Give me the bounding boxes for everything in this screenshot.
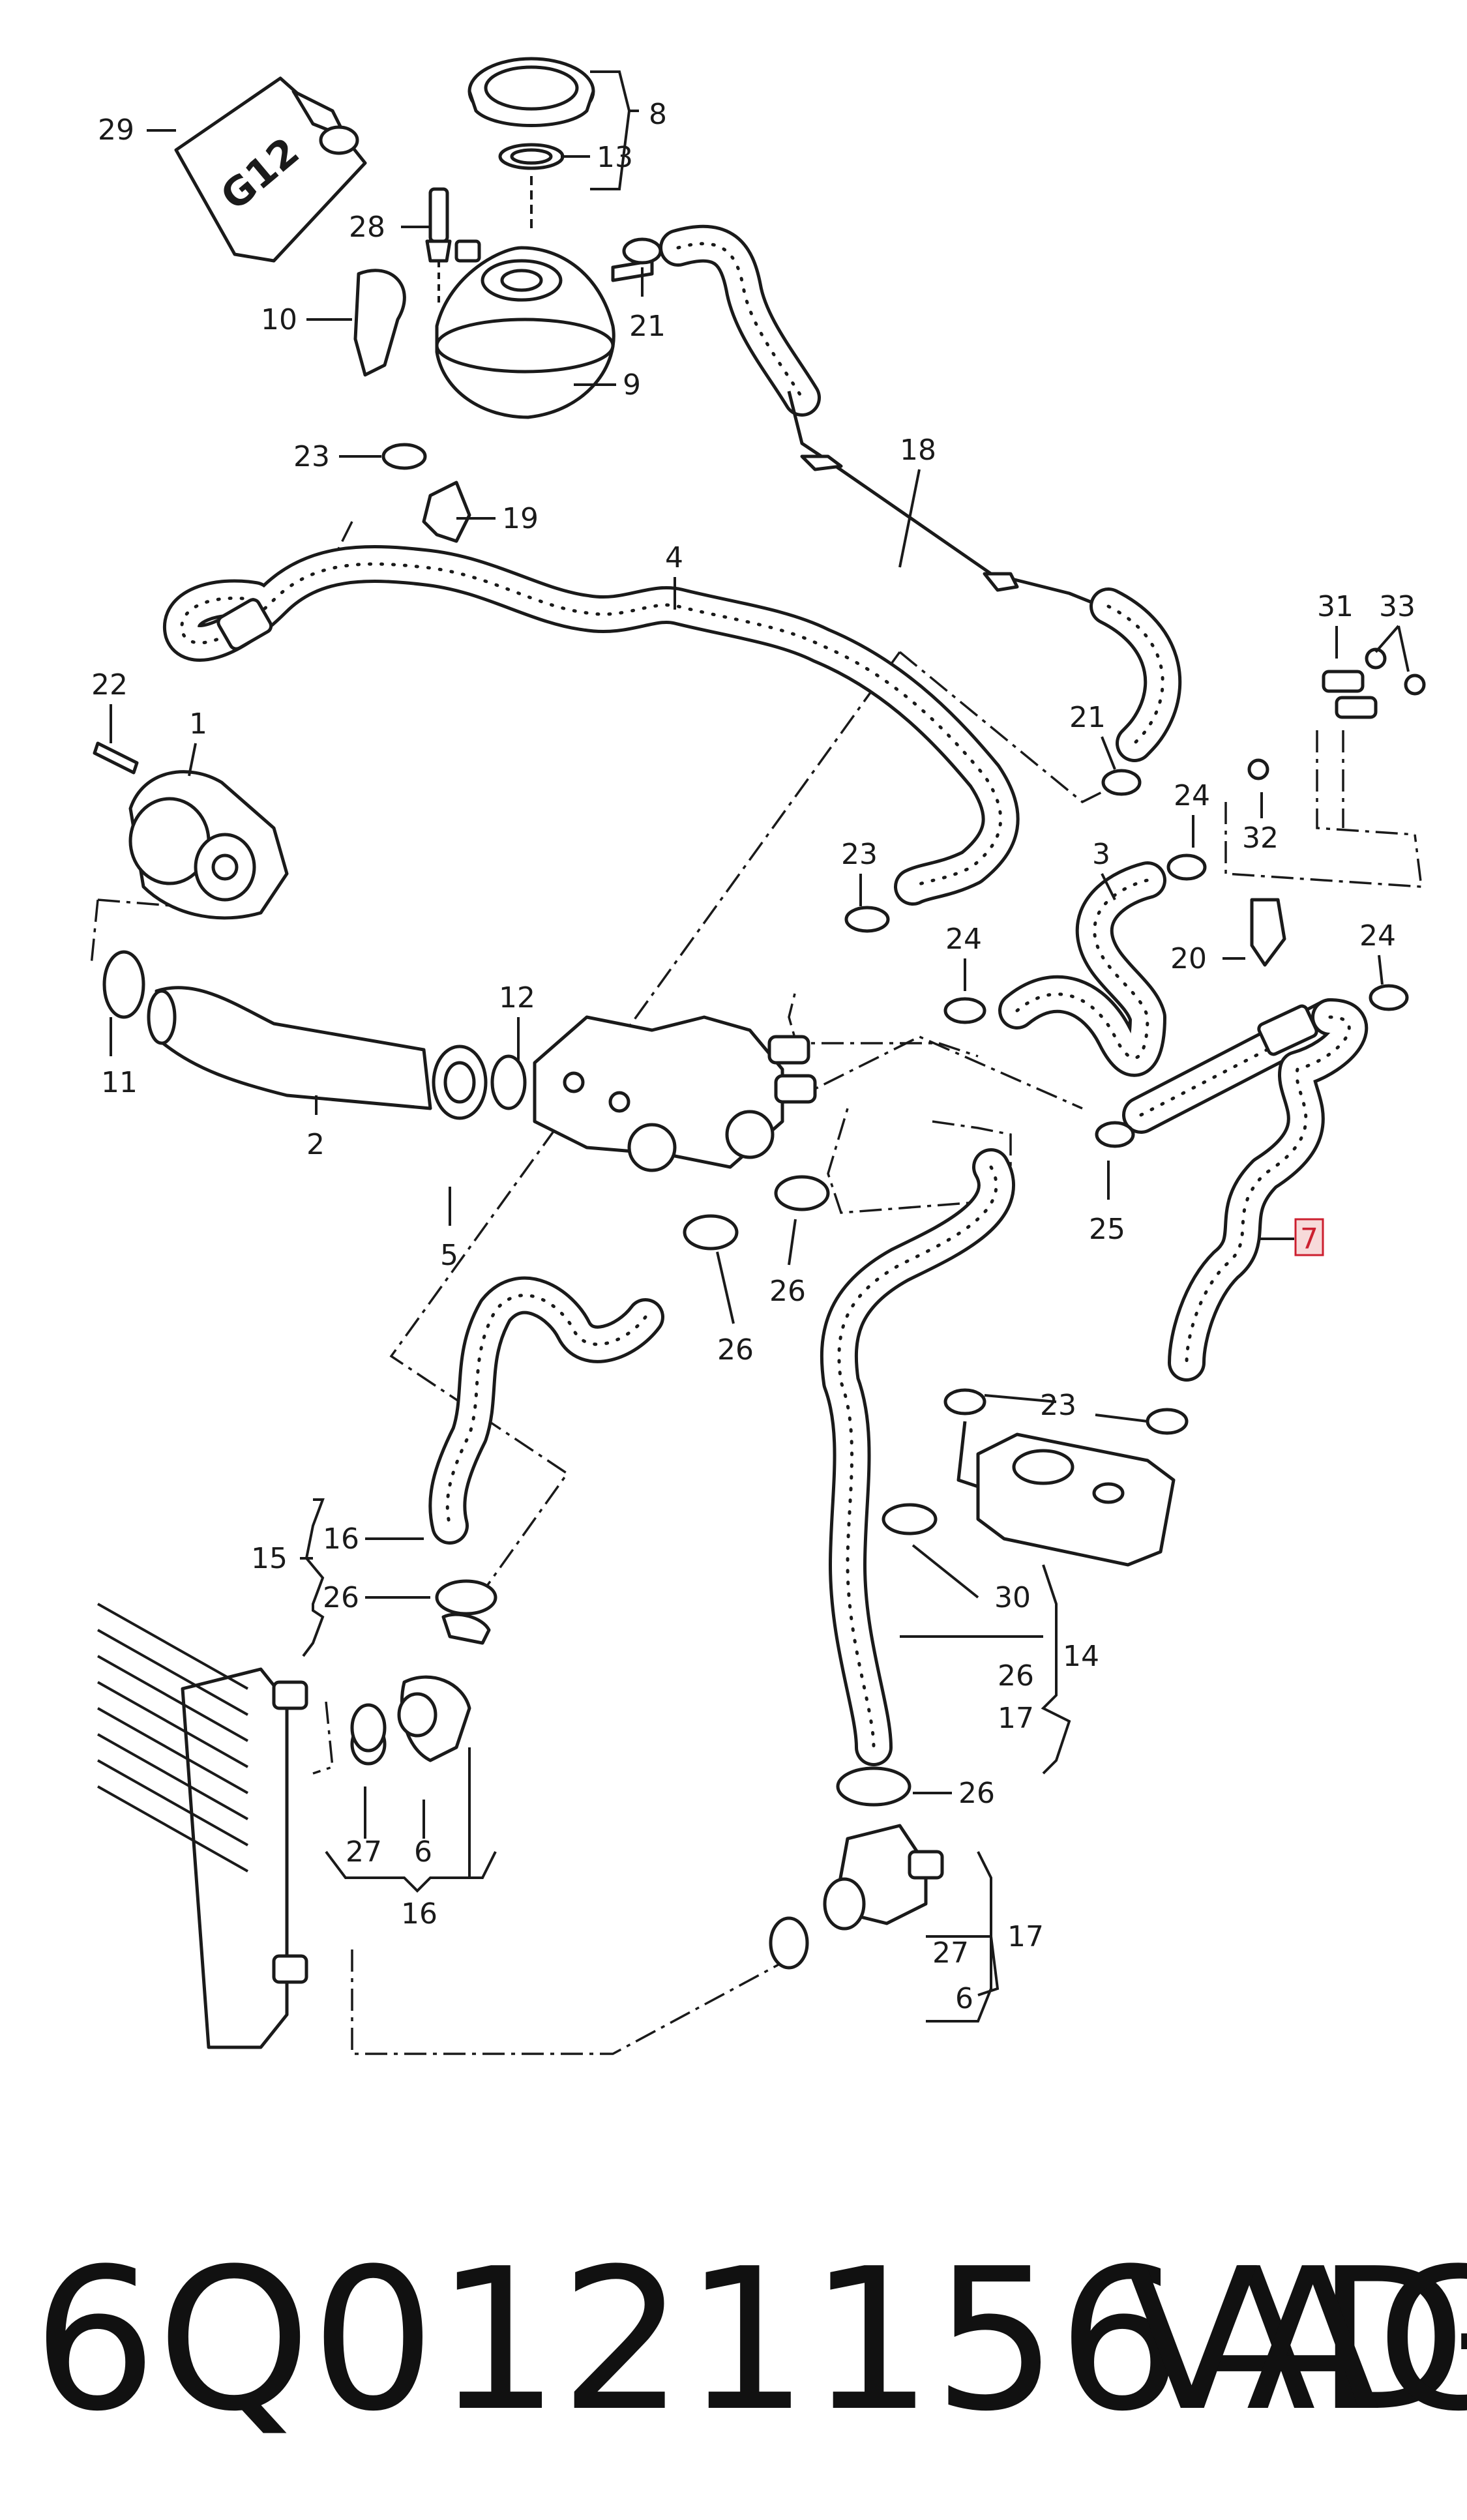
hose-15 — [428, 1276, 664, 1545]
callout-19: 19 — [502, 502, 539, 535]
callout-27: 27 — [346, 1835, 382, 1869]
leader-lines — [110, 70, 1410, 2023]
callout-8: 8 — [649, 98, 667, 131]
callout-2: 2 — [306, 1128, 325, 1161]
hose-18 — [659, 224, 1182, 762]
callout-26: 26 — [958, 1777, 995, 1810]
part-number: 6Q0121156AD — [33, 2227, 1467, 2454]
callout-26: 26 — [769, 1275, 806, 1308]
callout-3: 3 — [1092, 838, 1110, 871]
sensor-28 — [425, 187, 452, 306]
water-pump — [93, 741, 289, 920]
hose-14 — [820, 1148, 1015, 1766]
callout-26: 26 — [323, 1581, 359, 1614]
callout-17: 17 — [998, 1702, 1034, 1735]
callout-7-highlight — [1294, 1218, 1324, 1256]
connector-17 — [769, 1824, 944, 1970]
callout-24: 24 — [945, 923, 982, 956]
callout-9: 9 — [623, 368, 641, 402]
caption-bar: 6Q0121156AD VAG — [0, 2210, 1467, 2491]
hose-4 — [163, 545, 1020, 906]
callout-28: 28 — [349, 211, 385, 244]
callout-26: 26 — [998, 1659, 1034, 1693]
callout-11: 11 — [101, 1066, 138, 1099]
callout-7: 7 — [1300, 1223, 1318, 1256]
callout-10: 10 — [261, 303, 297, 336]
callout-21: 21 — [629, 310, 666, 343]
callout-24: 24 — [1359, 919, 1396, 953]
clip-19 — [422, 481, 471, 543]
bracket-10 — [353, 269, 406, 377]
brand-name: VAG — [1125, 2227, 1467, 2454]
callout-25: 25 — [1089, 1213, 1125, 1246]
tank-cap — [467, 57, 595, 228]
callout-23: 23 — [841, 838, 878, 871]
callout-6: 6 — [414, 1835, 432, 1869]
callout-6: 6 — [955, 1982, 973, 2015]
callout-16: 16 — [323, 1522, 359, 1556]
callout-21: 21 — [1069, 701, 1106, 734]
callout-27: 27 — [932, 1936, 969, 1970]
callout-17: 17 — [1007, 1920, 1044, 1953]
callout-33: 33 — [1379, 590, 1415, 623]
callout-26: 26 — [717, 1333, 754, 1367]
coolant-bottle: G12 — [174, 76, 367, 263]
callout-30: 30 — [994, 1581, 1031, 1614]
callout-labels: 29 8 13 28 10 21 9 23 19 18 4 22 1 31 33… — [91, 98, 1415, 2015]
callout-12: 12 — [499, 981, 535, 1015]
hose-3 — [998, 861, 1166, 1076]
callout-4: 4 — [665, 541, 683, 574]
callout-20: 20 — [1170, 942, 1207, 975]
oil-cooler — [956, 1421, 1176, 1567]
callout-32: 32 — [1242, 822, 1279, 855]
callout-18: 18 — [900, 434, 936, 467]
expansion-tank — [435, 239, 654, 419]
hose-7 — [1168, 998, 1369, 1382]
thermostat-housing — [533, 1015, 817, 1172]
callout-14: 14 — [1063, 1640, 1099, 1673]
radiator — [97, 1603, 308, 2049]
clamps — [350, 237, 1426, 1807]
callout-22: 22 — [91, 668, 128, 702]
pipe-2 — [147, 986, 488, 1120]
callout-1: 1 — [189, 707, 207, 741]
o-ring-11 — [102, 950, 145, 1019]
o-ring-12 — [490, 1054, 527, 1110]
callout-31: 31 — [1317, 590, 1354, 623]
callout-24: 24 — [1174, 779, 1210, 812]
callout-15: 15 — [251, 1542, 288, 1575]
callout-23: 23 — [293, 440, 330, 473]
callout-23: 23 — [1040, 1389, 1076, 1422]
callout-16: 16 — [401, 1897, 437, 1931]
callout-29: 29 — [98, 113, 134, 147]
callout-5: 5 — [440, 1239, 458, 1272]
parts-diagram: G12 — [90, 57, 1426, 2055]
callout-13: 13 — [597, 141, 633, 174]
